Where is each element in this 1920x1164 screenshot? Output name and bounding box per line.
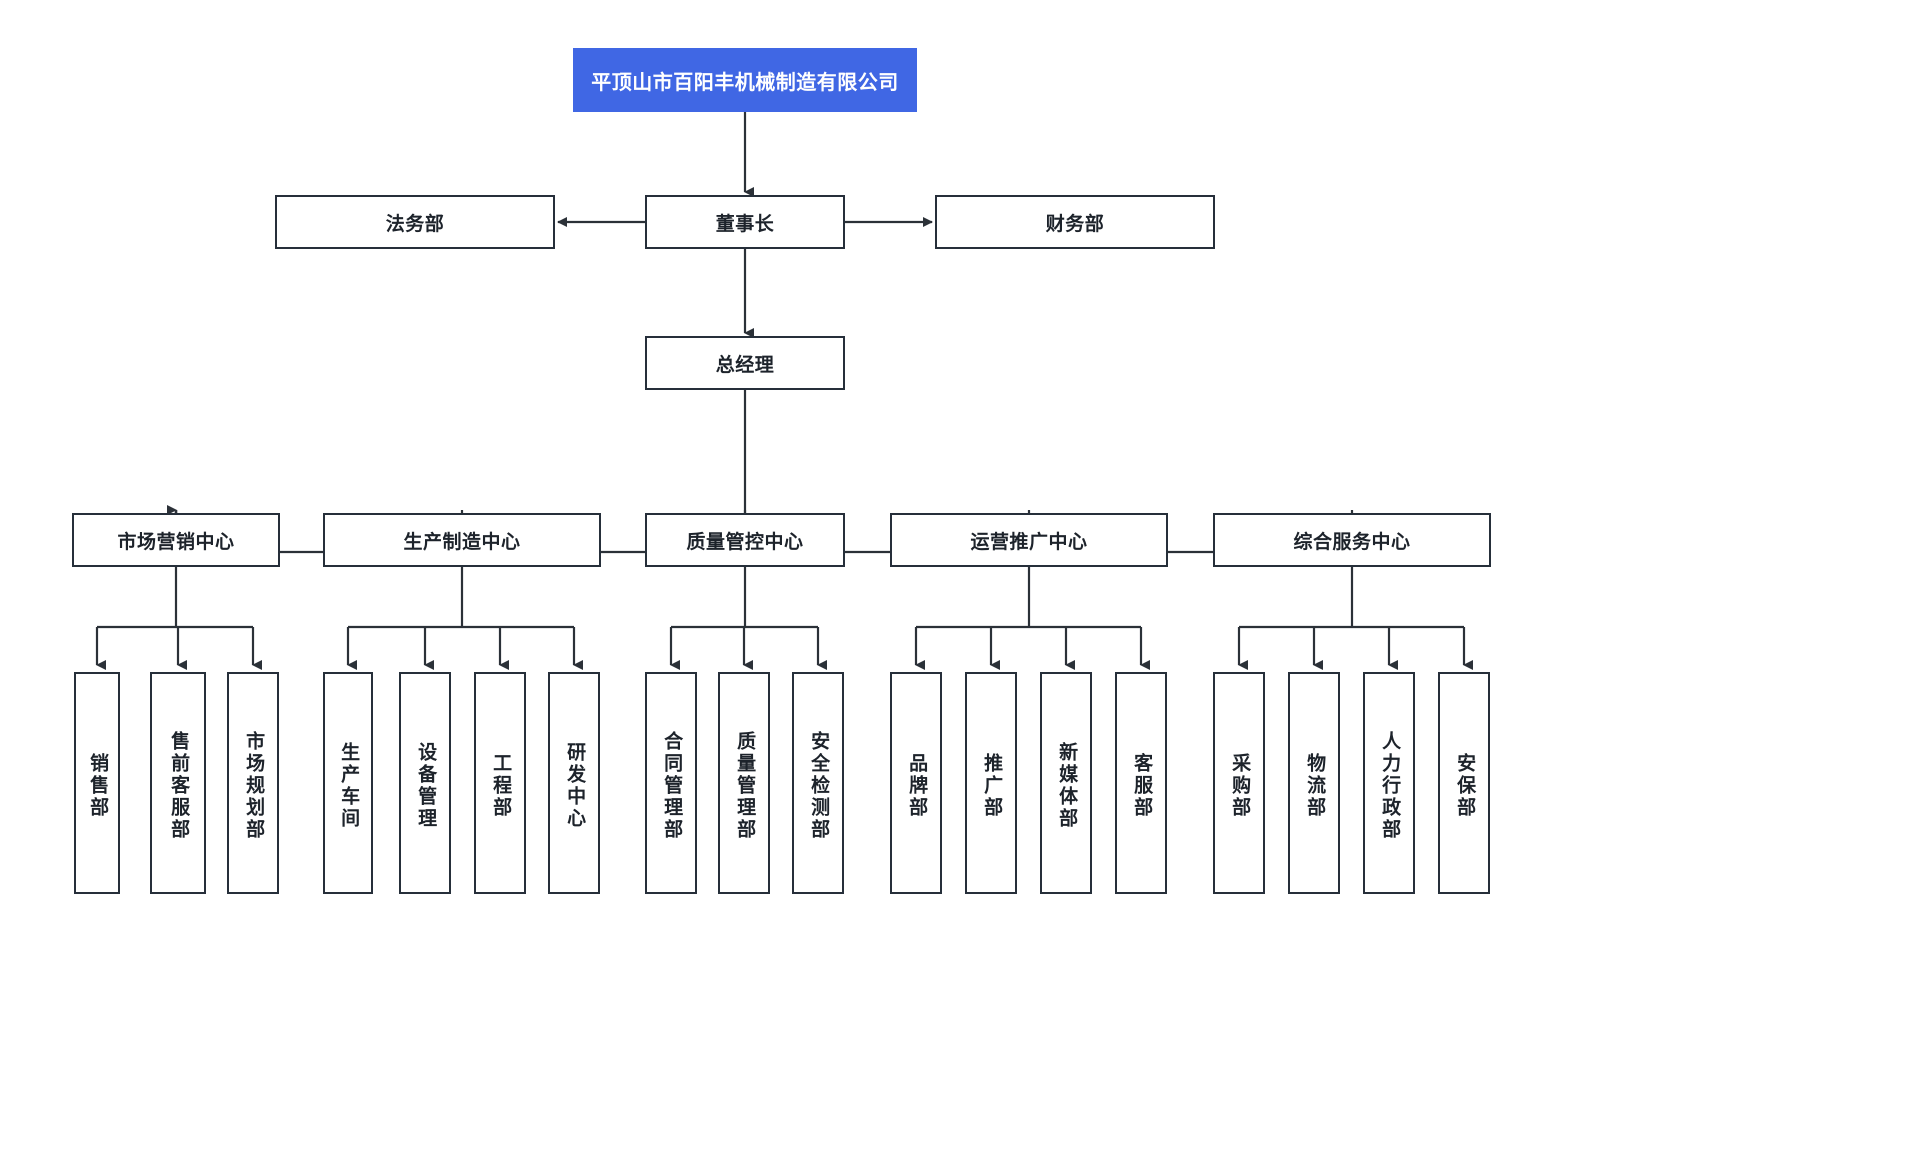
node-department[interactable]: 物流部 [1288, 672, 1340, 894]
node-department[interactable]: 设备管理 [399, 672, 451, 894]
department-label: 安全检测部 [808, 731, 830, 841]
department-label: 品牌部 [906, 753, 928, 819]
node-center-production[interactable]: 生产制造中心 [323, 513, 601, 567]
department-label: 售前客服部 [168, 731, 190, 841]
node-department[interactable]: 质量管理部 [718, 672, 770, 894]
department-label: 研发中心 [564, 742, 586, 830]
node-legal-department[interactable]: 法务部 [275, 195, 555, 249]
node-department[interactable]: 采购部 [1213, 672, 1265, 894]
department-label: 采购部 [1229, 753, 1251, 819]
department-label: 生产车间 [338, 742, 360, 830]
node-center-operations[interactable]: 运营推广中心 [890, 513, 1168, 567]
node-center-general-services[interactable]: 综合服务中心 [1213, 513, 1491, 567]
department-label: 人力行政部 [1379, 731, 1401, 841]
node-general-manager[interactable]: 总经理 [645, 336, 845, 390]
node-department[interactable]: 品牌部 [890, 672, 942, 894]
node-department[interactable]: 人力行政部 [1363, 672, 1415, 894]
department-label: 客服部 [1131, 753, 1153, 819]
node-department[interactable]: 销售部 [74, 672, 120, 894]
department-label: 合同管理部 [661, 731, 683, 841]
department-label: 推广部 [981, 753, 1003, 819]
node-department[interactable]: 推广部 [965, 672, 1017, 894]
node-department[interactable]: 安全检测部 [792, 672, 844, 894]
department-label: 质量管理部 [734, 731, 756, 841]
node-department[interactable]: 工程部 [474, 672, 526, 894]
node-center-quality[interactable]: 质量管控中心 [645, 513, 845, 567]
node-chairman[interactable]: 董事长 [645, 195, 845, 249]
node-department[interactable]: 生产车间 [323, 672, 373, 894]
department-label: 安保部 [1454, 753, 1476, 819]
company-root-node[interactable]: 平顶山市百阳丰机械制造有限公司 [573, 48, 917, 112]
department-label: 销售部 [87, 753, 109, 819]
department-label: 设备管理 [415, 742, 437, 830]
node-department[interactable]: 客服部 [1115, 672, 1167, 894]
department-label: 新媒体部 [1056, 742, 1078, 830]
node-finance-department[interactable]: 财务部 [935, 195, 1215, 249]
node-department[interactable]: 新媒体部 [1040, 672, 1092, 894]
department-label: 市场规划部 [243, 731, 265, 841]
department-label: 工程部 [490, 753, 512, 819]
node-department[interactable]: 售前客服部 [150, 672, 206, 894]
node-department[interactable]: 市场规划部 [227, 672, 279, 894]
node-department[interactable]: 安保部 [1438, 672, 1490, 894]
node-department[interactable]: 研发中心 [548, 672, 600, 894]
node-department[interactable]: 合同管理部 [645, 672, 697, 894]
node-center-marketing[interactable]: 市场营销中心 [72, 513, 280, 567]
department-label: 物流部 [1304, 753, 1326, 819]
